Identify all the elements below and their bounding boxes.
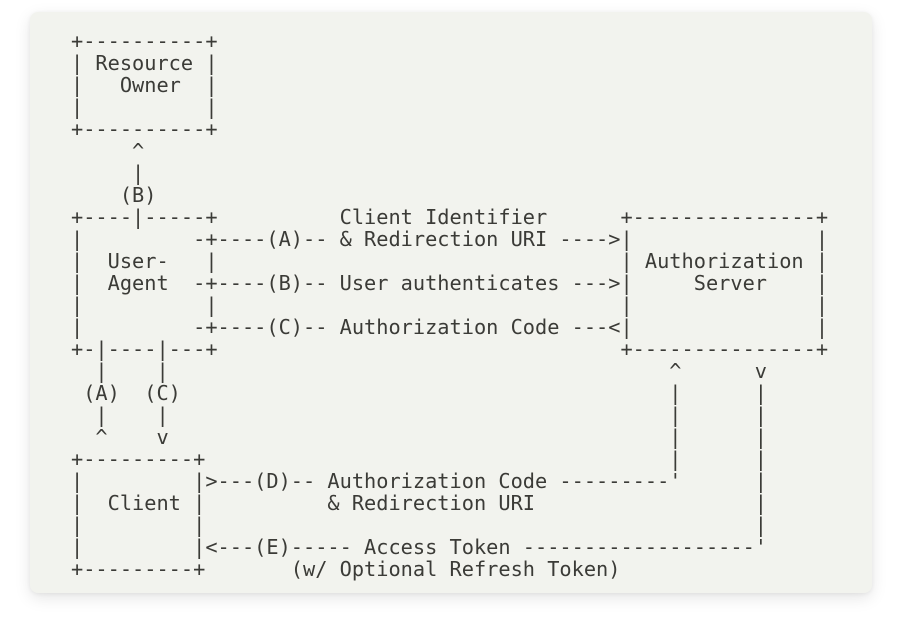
diagram-card: +----------+ | Resource | | Owner | | | … (30, 12, 872, 593)
oauth-authorization-code-flow-ascii-diagram: +----------+ | Resource | | Owner | | | … (71, 29, 829, 581)
